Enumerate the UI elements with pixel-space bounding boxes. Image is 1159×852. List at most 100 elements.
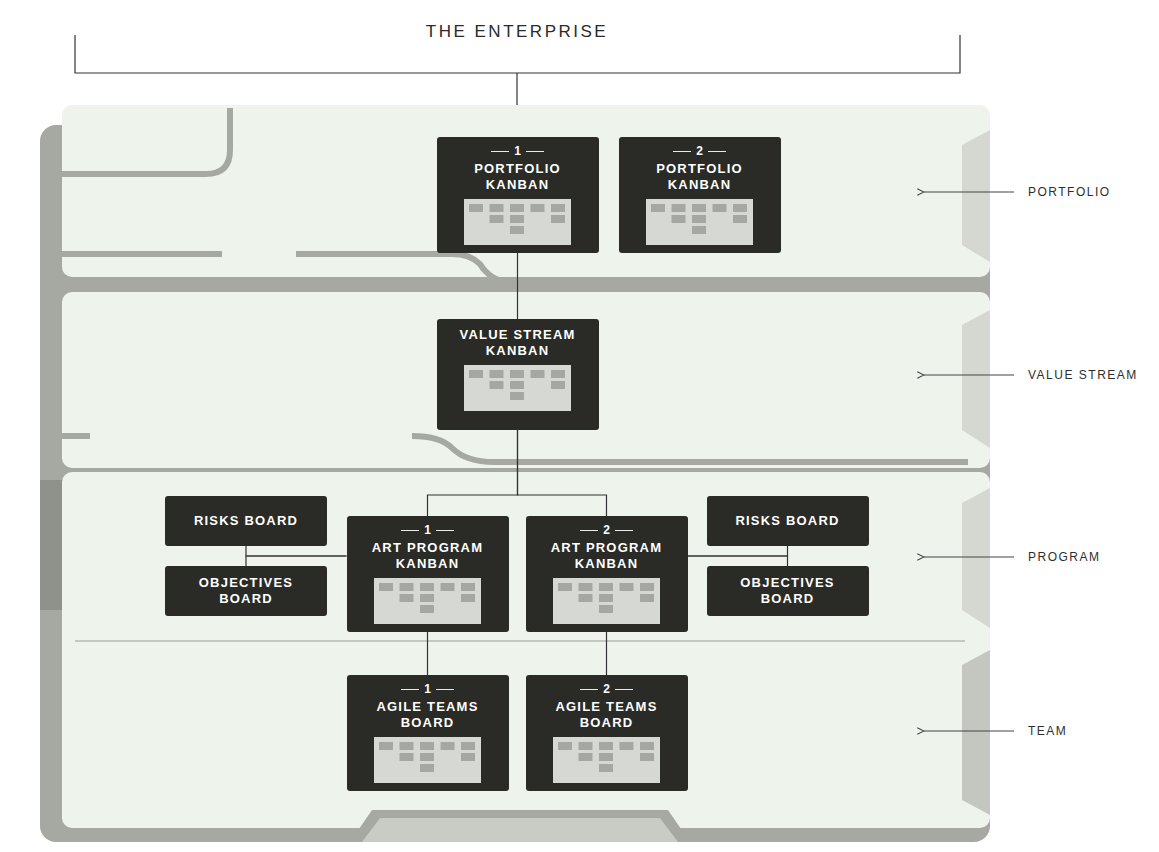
- diagram-title: THE ENTERPRISE: [317, 22, 717, 42]
- card: [461, 583, 475, 591]
- number-row: 2: [580, 524, 633, 537]
- card: [558, 742, 572, 750]
- mini-board: [553, 737, 660, 783]
- box-title: OBJECTIVES BOARD: [735, 575, 840, 607]
- dash: [436, 689, 454, 690]
- card: [469, 370, 483, 378]
- card: [490, 381, 504, 389]
- pointer-line: [924, 191, 1014, 192]
- connector: [688, 546, 788, 556]
- mini-board: [374, 578, 481, 624]
- card: [599, 594, 613, 602]
- card: [599, 764, 613, 772]
- pointer-line: [924, 374, 1014, 375]
- board-box: OBJECTIVES BOARD: [707, 566, 869, 616]
- kanban-box: 1PORTFOLIO KANBAN: [437, 137, 599, 253]
- box-title: AGILE TEAMS BOARD: [361, 699, 494, 731]
- connector: [517, 253, 518, 319]
- card: [420, 764, 434, 772]
- dash: [401, 689, 419, 690]
- card: [551, 370, 565, 378]
- box-title: RISKS BOARD: [194, 513, 298, 529]
- card: [379, 742, 393, 750]
- number-row: 1: [491, 145, 544, 158]
- kanban-box: VALUE STREAM KANBAN: [437, 319, 599, 430]
- bottom-tab: [362, 818, 678, 842]
- mini-board: [553, 578, 660, 624]
- card: [599, 583, 613, 591]
- dash: [580, 530, 598, 531]
- box-number: 1: [514, 145, 521, 158]
- card: [510, 226, 524, 234]
- pointer-line: [924, 730, 1014, 731]
- dash: [708, 151, 726, 152]
- level-label: PORTFOLIO: [1028, 185, 1111, 199]
- box-number: 2: [603, 524, 610, 537]
- card: [640, 594, 654, 602]
- dash: [580, 689, 598, 690]
- dash: [436, 530, 454, 531]
- card: [510, 215, 524, 223]
- card: [400, 742, 414, 750]
- card: [420, 753, 434, 761]
- board-face: [553, 737, 660, 783]
- card: [400, 594, 414, 602]
- kanban-box: 1ART PROGRAM KANBAN: [347, 516, 509, 632]
- card: [379, 583, 393, 591]
- mini-board: [464, 365, 571, 411]
- card: [672, 215, 686, 223]
- band-divider: [75, 641, 965, 642]
- box-title: VALUE STREAM KANBAN: [451, 327, 584, 359]
- card: [490, 215, 504, 223]
- connector: [606, 632, 607, 675]
- band-tab: [962, 310, 990, 448]
- pipe: [62, 254, 968, 284]
- card: [640, 753, 654, 761]
- card: [490, 204, 504, 212]
- mini-board: [374, 737, 481, 783]
- pointer-line: [924, 556, 1014, 557]
- card: [579, 742, 593, 750]
- card: [531, 204, 545, 212]
- card: [640, 583, 654, 591]
- card: [420, 583, 434, 591]
- mini-board: [464, 199, 571, 245]
- dash: [526, 151, 544, 152]
- card: [692, 215, 706, 223]
- box-title: RISKS BOARD: [735, 513, 839, 529]
- connector: [427, 632, 428, 675]
- number-row: 2: [580, 683, 633, 696]
- number-row: 2: [673, 145, 726, 158]
- card: [579, 583, 593, 591]
- kanban-box: 1AGILE TEAMS BOARD: [347, 675, 509, 791]
- card: [579, 594, 593, 602]
- card: [692, 204, 706, 212]
- card: [510, 392, 524, 400]
- card: [620, 742, 634, 750]
- connector: [246, 556, 347, 566]
- dash: [615, 530, 633, 531]
- card: [551, 381, 565, 389]
- card: [461, 742, 475, 750]
- dash: [615, 689, 633, 690]
- card: [713, 204, 727, 212]
- board-box: OBJECTIVES BOARD: [165, 566, 327, 616]
- card: [400, 753, 414, 761]
- card: [599, 753, 613, 761]
- number-row: 1: [401, 683, 454, 696]
- dash: [491, 151, 509, 152]
- box-number: 1: [424, 524, 431, 537]
- card: [651, 204, 665, 212]
- card: [733, 215, 747, 223]
- card: [400, 583, 414, 591]
- connector: [518, 430, 607, 516]
- card: [420, 605, 434, 613]
- kanban-box: 2ART PROGRAM KANBAN: [526, 516, 688, 632]
- card: [558, 583, 572, 591]
- dash: [401, 530, 419, 531]
- card: [441, 742, 455, 750]
- board-face: [374, 578, 481, 624]
- box-number: 2: [603, 683, 610, 696]
- board-face: [553, 578, 660, 624]
